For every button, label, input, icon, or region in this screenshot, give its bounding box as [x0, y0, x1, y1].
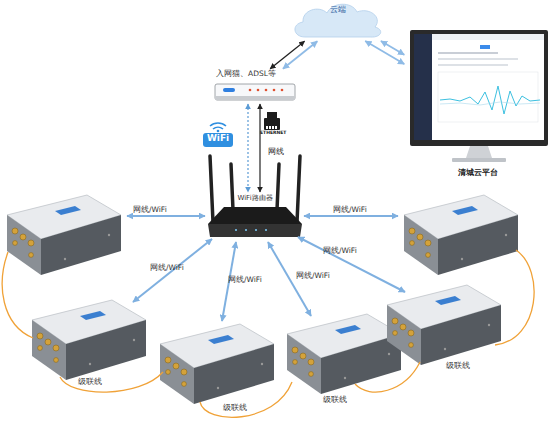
network-links: [127, 216, 405, 321]
node-label: WiFi路由器: [237, 195, 272, 203]
cascade-cable: [2, 252, 33, 338]
screen-wave: [440, 86, 540, 114]
router-led: [235, 229, 237, 231]
modem-base: [215, 96, 295, 100]
network-link: [304, 215, 398, 217]
modem-led: [265, 89, 268, 92]
screen-wave: [440, 102, 540, 105]
sensor-device: [32, 300, 146, 380]
edge-label: 网线: [268, 148, 284, 156]
monitor-base: [452, 158, 506, 162]
ethernet-icon: [264, 112, 280, 130]
connector-arrow: [381, 41, 404, 55]
router-antenna: [210, 156, 213, 222]
node-label: 清城云平台: [458, 169, 498, 178]
sensor-device: [387, 285, 501, 365]
screen-button: [480, 45, 490, 49]
modem-light: [223, 88, 235, 92]
wifi-arc: [210, 123, 226, 126]
router-illustration: [208, 156, 302, 237]
node-label: 入网猫、ADSL等: [216, 70, 276, 78]
cascade-label: 级联线: [223, 404, 247, 412]
modem-body: [215, 84, 295, 100]
sensor-device: [7, 195, 121, 275]
connector-arrow: [247, 104, 248, 192]
router-led: [265, 229, 267, 231]
connector-arrow: [270, 41, 304, 69]
screen-header: [432, 34, 544, 40]
network-link: [127, 215, 205, 217]
router-node: WiFi路由器: [205, 194, 305, 242]
router-antenna: [297, 156, 300, 222]
screen-line: [438, 64, 508, 66]
cascade-cable: [200, 382, 292, 417]
link-label: 网线/WiFi: [323, 247, 357, 255]
modem-node: 入网猫、ADSL等: [212, 70, 298, 102]
monitor-illustration: [410, 30, 548, 162]
link-label: 网线/WiFi: [296, 272, 330, 280]
modem-led: [249, 89, 252, 92]
modem-led: [257, 89, 260, 92]
icon-label: ETHERNET: [260, 131, 286, 136]
monitor-bezel: [410, 30, 548, 146]
plug-pin: [275, 126, 277, 129]
screen-line: [438, 58, 518, 60]
sensor-device: [287, 314, 401, 394]
modem-led: [273, 89, 276, 92]
modem-illustration: [215, 84, 295, 100]
cascade-cable: [495, 250, 534, 345]
cascade-label: 级联线: [446, 362, 470, 370]
wifi-badge: [203, 133, 233, 147]
connector-arrow: [259, 104, 260, 192]
monitor-stand: [466, 146, 492, 158]
link-label: 网线/WiFi: [150, 264, 184, 272]
router-led: [245, 229, 247, 231]
wifi-logo: [203, 123, 233, 147]
wifi-arc: [213, 127, 223, 129]
node-label: 云端: [330, 6, 346, 15]
cascade-label: 级联线: [323, 396, 347, 404]
cloud-node: 云端: [290, 0, 385, 40]
network-link: [133, 239, 212, 302]
sensor-device: [404, 195, 518, 275]
router-top: [208, 207, 302, 224]
wifi-dot: [217, 130, 220, 133]
connector-arrow: [365, 41, 404, 64]
link-label: 网线/WiFi: [228, 276, 262, 284]
plug-cable: [267, 112, 277, 118]
cascade-cables: [2, 250, 534, 417]
cascade-label: 级联线: [78, 378, 102, 386]
monitor-node: 清城云平台: [406, 28, 550, 178]
plug-body: [264, 118, 280, 130]
router-antenna: [277, 164, 279, 210]
modem-led: [281, 89, 284, 92]
cloud-outline: [295, 4, 381, 37]
monitor-screen: [414, 34, 544, 140]
router-front: [208, 224, 302, 237]
plug-pin: [272, 126, 274, 129]
screen-line: [438, 52, 498, 54]
link-label: 网线/WiFi: [133, 206, 167, 214]
cascade-cable: [60, 372, 163, 392]
sensor-device: [160, 324, 274, 404]
router-antenna: [231, 164, 233, 210]
cascade-cable: [355, 362, 420, 392]
icon-label: WiFi: [203, 134, 233, 144]
plug-pin: [266, 126, 268, 129]
plug-pin: [269, 126, 271, 129]
screen-sidebar: [414, 34, 432, 140]
link-label: 网线/WiFi: [333, 206, 367, 214]
network-link: [298, 237, 405, 292]
connector-arrow: [283, 41, 317, 69]
router-led: [255, 229, 257, 231]
